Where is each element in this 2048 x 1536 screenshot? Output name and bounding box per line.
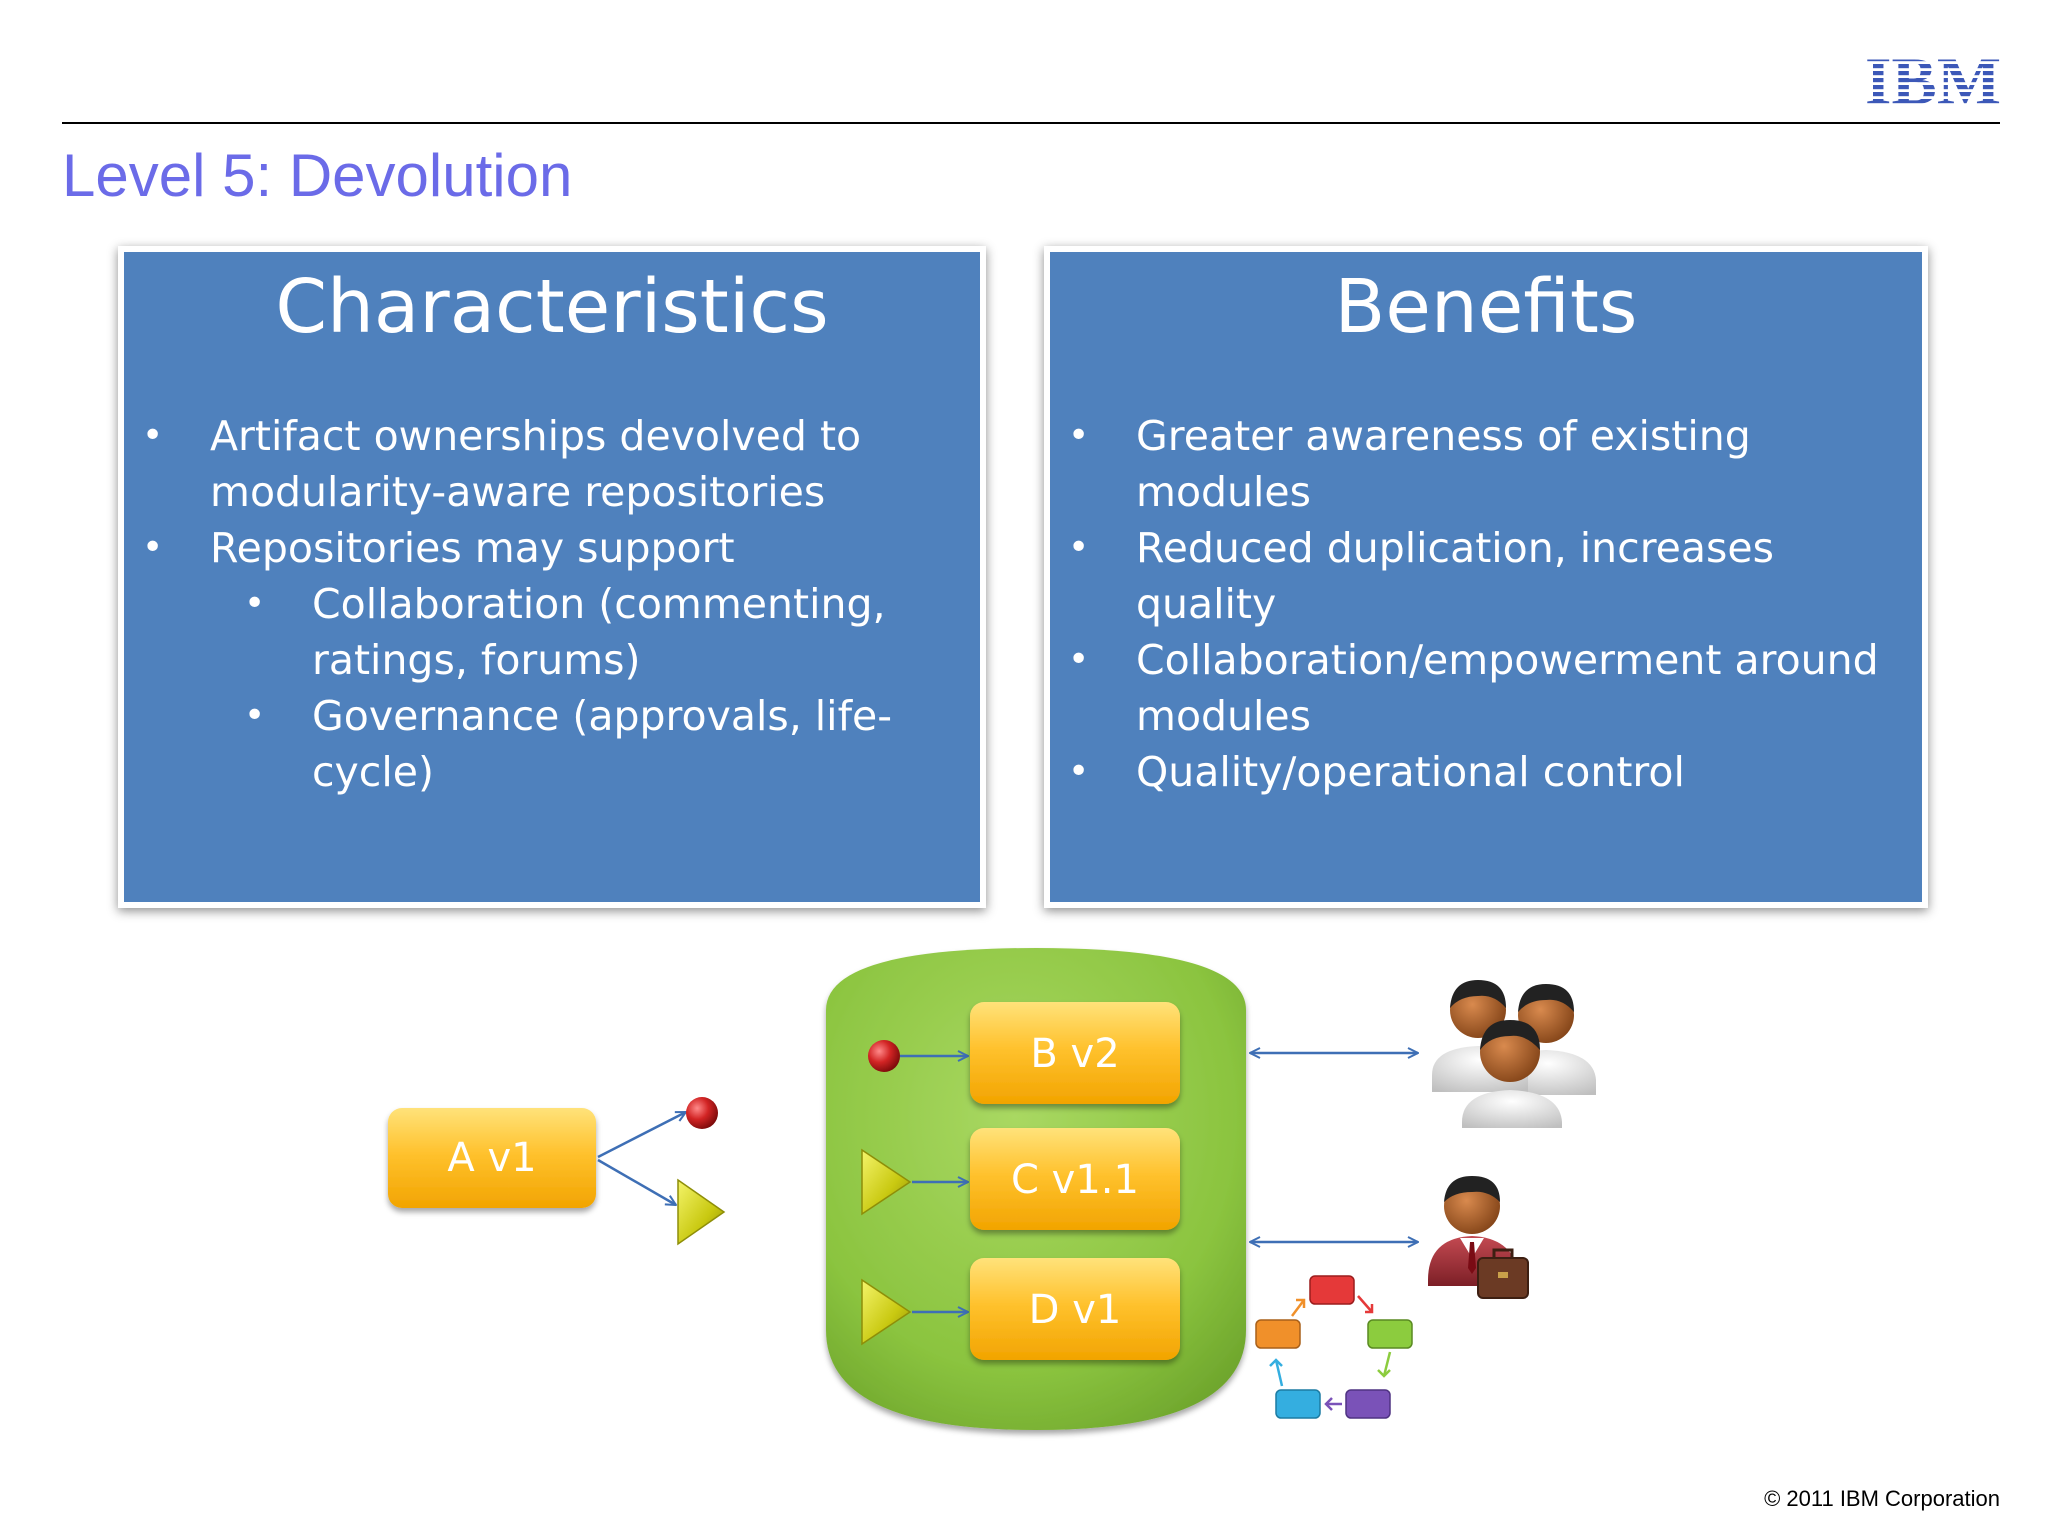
list-item: • Repositories may support: [124, 520, 980, 576]
benefits-panel: Benefits • Greater awareness of existing …: [1044, 246, 1928, 908]
arrow-a-to-dot: [597, 1110, 686, 1159]
module-box-a: A v1: [388, 1108, 596, 1208]
bullet-icon: •: [1068, 415, 1090, 456]
list-item-text: Governance (approvals, life-cycle): [312, 692, 893, 796]
list-item-text: Repositories may support: [210, 524, 735, 572]
list-item: • Governance (approvals, life-cycle): [124, 688, 980, 800]
arrow-a-to-triangle: [597, 1158, 676, 1205]
page-title: Level 5: Devolution: [62, 142, 573, 209]
list-item: • Collaboration (commenting, ratings, for…: [124, 576, 980, 688]
copyright-footer: © 2011 IBM Corporation: [1764, 1486, 2000, 1511]
benefits-list: • Greater awareness of existing modules •…: [1050, 408, 1922, 800]
bullet-icon: •: [244, 695, 266, 736]
list-item: • Reduced duplication, increases quality: [1050, 520, 1922, 632]
list-item: • Greater awareness of existing modules: [1050, 408, 1922, 520]
module-label-a: A v1: [447, 1135, 536, 1181]
benefits-heading: Benefits: [1334, 264, 1638, 350]
bullet-icon: •: [244, 583, 266, 624]
list-item-text: Collaboration/empowerment around modules: [1136, 636, 1879, 740]
people-group-icon: [1432, 980, 1596, 1128]
module-label-c: C v1.1: [1011, 1157, 1139, 1203]
module-box-d: D v1: [970, 1258, 1180, 1360]
list-item: • Quality/operational control: [1050, 744, 1922, 800]
module-box-b: B v2: [970, 1002, 1180, 1104]
red-dot-icon: [868, 1040, 900, 1072]
characteristics-panel: Characteristics • Artifact ownerships dev…: [118, 246, 986, 908]
bullet-icon: •: [142, 527, 164, 568]
svg-text:IBM: IBM: [1866, 50, 2000, 106]
characteristics-list: • Artifact ownerships devolved to modular…: [124, 408, 980, 800]
ibm-logo: IBM: [1866, 50, 2000, 106]
list-item-text: Reduced duplication, increases quality: [1136, 524, 1774, 628]
module-label-b: B v2: [1030, 1031, 1119, 1077]
list-item-text: Greater awareness of existing modules: [1136, 412, 1751, 516]
module-box-c: C v1.1: [970, 1128, 1180, 1230]
list-item-text: Quality/operational control: [1136, 748, 1685, 796]
bullet-icon: •: [1068, 527, 1090, 568]
yellow-triangle-icon: [861, 1278, 912, 1346]
businessman-icon: [1428, 1176, 1529, 1299]
characteristics-heading: Characteristics: [275, 264, 829, 350]
module-label-d: D v1: [1029, 1287, 1122, 1333]
bullet-icon: •: [1068, 639, 1090, 680]
yellow-triangle-icon: [677, 1178, 726, 1246]
yellow-triangle-icon: [861, 1148, 912, 1216]
list-item-text: Collaboration (commenting, ratings, foru…: [312, 580, 886, 684]
list-item: • Collaboration/empowerment around module…: [1050, 632, 1922, 744]
red-dot-icon: [686, 1097, 718, 1129]
lifecycle-cycle-icon: [1255, 1275, 1413, 1419]
list-item-text: Artifact ownerships devolved to modulari…: [210, 412, 862, 516]
bullet-icon: •: [142, 415, 164, 456]
bullet-icon: •: [1068, 751, 1090, 792]
list-item: • Artifact ownerships devolved to modular…: [124, 408, 980, 520]
header-rule: [62, 122, 2000, 124]
